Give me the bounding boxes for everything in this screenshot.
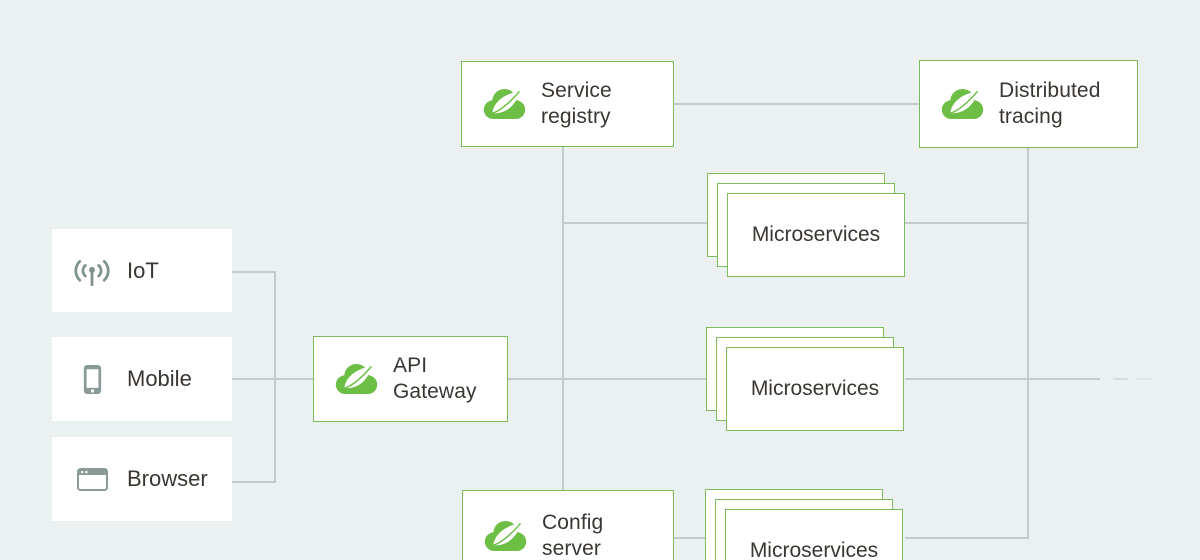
- connector-gateway-microservices-2: [508, 378, 707, 380]
- node-config-server: Config server: [462, 490, 674, 560]
- stack-layer-front: Microservices: [725, 509, 903, 560]
- connector-mobile-gateway: [232, 378, 313, 380]
- connector-microservices-1-right: [905, 222, 1028, 224]
- connector-registry-tracing: [674, 103, 920, 105]
- microservices-stack-1: Microservices: [707, 173, 905, 277]
- spring-cloud-icon: [481, 85, 528, 123]
- connector-browser-stub: [232, 481, 276, 483]
- node-label: API Gateway: [393, 354, 477, 403]
- spring-cloud-icon: [939, 85, 986, 123]
- stack-label: Microservices: [749, 539, 879, 560]
- connector-microservices-2-right: [905, 378, 1100, 380]
- node-service-registry: Service registry: [461, 61, 674, 147]
- connector-fade-dash-2: [1137, 378, 1151, 380]
- connector-config-microservices-3: [674, 537, 707, 539]
- stack-layer-front: Microservices: [726, 347, 904, 431]
- stack-label: Microservices: [750, 377, 880, 400]
- connector-tracing-vertical: [1027, 148, 1029, 539]
- client-label: Mobile: [127, 366, 192, 391]
- client-box-browser: Browser: [52, 437, 232, 521]
- client-label: Browser: [127, 466, 208, 491]
- client-box-mobile: Mobile: [52, 337, 232, 421]
- stack-layer-front: Microservices: [727, 193, 905, 277]
- connector-registry-config-vertical: [562, 147, 564, 490]
- connector-fade-dash-1: [1113, 378, 1128, 380]
- connector-clients-vertical: [274, 271, 276, 483]
- microservices-stack-2: Microservices: [706, 327, 904, 431]
- client-label: IoT: [127, 257, 159, 283]
- node-api-gateway: API Gateway: [313, 336, 508, 422]
- iot-antenna-icon: [72, 256, 112, 286]
- mobile-phone-icon: [72, 364, 112, 395]
- node-label: Config server: [542, 511, 604, 560]
- browser-window-icon: [72, 467, 112, 491]
- node-label: Service registry: [541, 79, 612, 128]
- spring-cloud-icon: [333, 360, 380, 398]
- client-box-iot: IoT: [52, 229, 232, 312]
- stack-label: Microservices: [751, 223, 881, 246]
- node-distributed-tracing: Distributed tracing: [919, 60, 1138, 148]
- connector-to-microservices-1-left: [563, 222, 708, 224]
- connector-microservices-3-right: [905, 537, 1028, 539]
- connector-iot-stub: [232, 271, 276, 273]
- node-label: Distributed tracing: [999, 79, 1101, 128]
- microservices-stack-3: Microservices: [705, 489, 903, 560]
- spring-cloud-icon: [482, 517, 529, 555]
